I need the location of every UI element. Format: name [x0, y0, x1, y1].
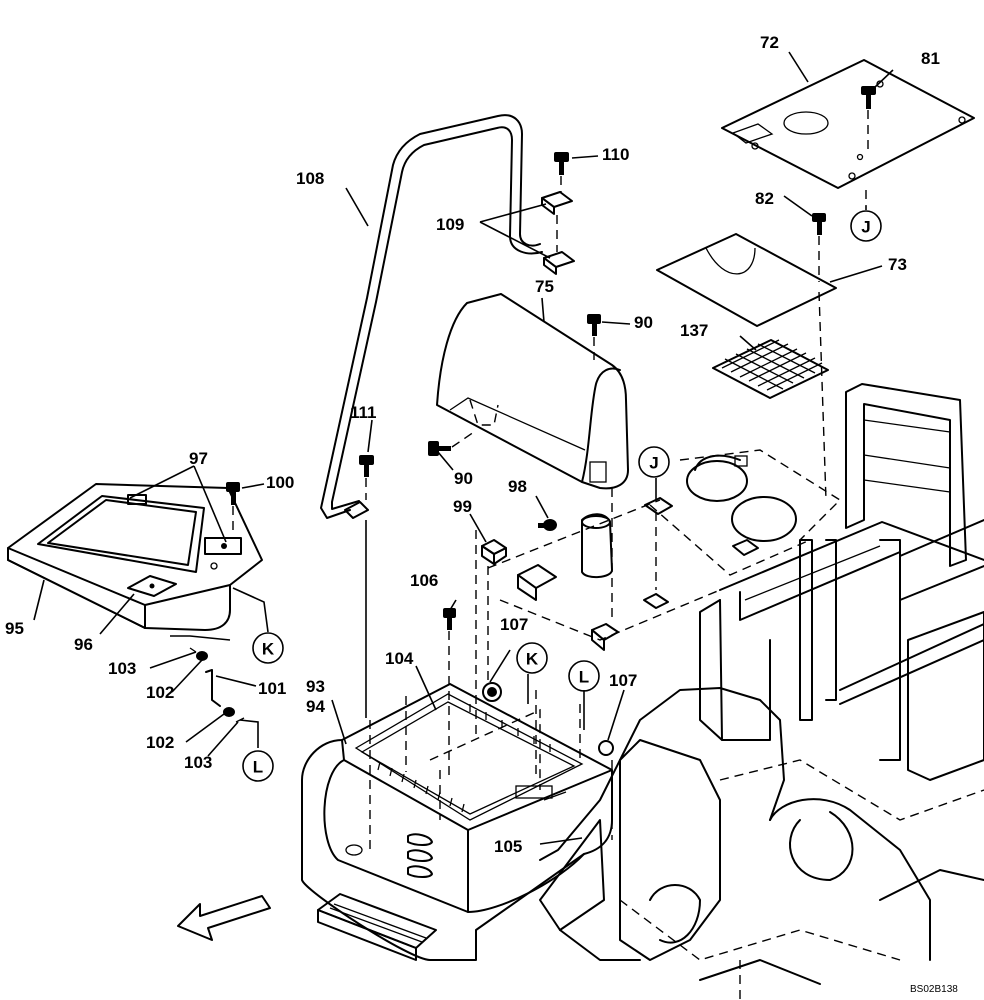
label-75: 75	[535, 277, 554, 296]
filter-mesh-137	[712, 339, 829, 399]
lower-frame	[539, 687, 984, 1000]
bolt-111	[359, 455, 374, 500]
bolt-81	[861, 86, 876, 152]
label-137: 137	[680, 321, 708, 340]
bolt-110	[554, 152, 569, 192]
label-104: 104	[385, 649, 414, 668]
label-101: 101	[258, 679, 286, 698]
drawing-code: BS02B138	[910, 984, 958, 995]
callout-j-lower-text: J	[649, 454, 658, 473]
console-box-93-94	[301, 683, 613, 961]
callout-k-left-text: K	[262, 640, 275, 659]
callout-j-lower: J	[638, 446, 670, 478]
callout-k-left: K	[252, 632, 284, 664]
bolt-82	[812, 213, 826, 282]
cover-plate-72	[721, 59, 975, 189]
label-93: 93	[306, 677, 325, 696]
label-99: 99	[453, 497, 472, 516]
tray-cover-95	[7, 483, 263, 631]
label-94: 94	[306, 697, 325, 716]
bolt-106	[443, 608, 456, 780]
assembly-guide-lines	[475, 488, 657, 840]
machine-frame	[699, 383, 984, 781]
label-107-right: 107	[609, 671, 637, 690]
label-72: 72	[760, 33, 779, 52]
label-108: 108	[296, 169, 324, 188]
label-110: 110	[602, 145, 629, 164]
part-labels: 72 81 82 73 137 110 109 108 75 90 90 111…	[5, 33, 940, 856]
bolt-90-lower	[428, 431, 475, 456]
bracket-99	[481, 539, 507, 565]
label-107-center: 107	[500, 615, 528, 634]
label-97: 97	[189, 449, 208, 468]
step-plate	[317, 893, 437, 961]
handrail-108	[320, 114, 543, 519]
callout-j-upper-text: J	[861, 218, 870, 237]
label-105: 105	[494, 837, 522, 856]
leader-lines	[33, 51, 894, 845]
label-90-upper: 90	[634, 313, 653, 332]
callout-l-center: L	[568, 660, 600, 692]
bolt-90-upper	[587, 314, 601, 360]
callout-k-center-text: K	[526, 650, 539, 669]
label-95: 95	[5, 619, 24, 638]
callout-j-upper: J	[850, 210, 882, 242]
label-102-lower: 102	[146, 733, 174, 752]
label-90-lower: 90	[454, 469, 473, 488]
callout-l-left: L	[242, 750, 274, 782]
label-103-lower: 103	[184, 753, 212, 772]
label-103-upper: 103	[108, 659, 136, 678]
washer-98	[538, 519, 557, 531]
tank-assembly	[487, 449, 842, 651]
lock-rod-101	[170, 635, 259, 748]
callout-l-center-text: L	[579, 668, 589, 687]
front-direction-arrow-icon	[177, 895, 271, 941]
label-81: 81	[921, 49, 940, 68]
label-106: 106	[410, 571, 438, 590]
callout-l-left-text: L	[253, 758, 263, 777]
clamp-109	[541, 191, 575, 275]
label-111: 111	[350, 403, 377, 422]
callout-k-center: K	[516, 642, 548, 674]
bolt-100	[226, 482, 240, 536]
label-82: 82	[755, 189, 774, 208]
side-cover-75	[436, 293, 629, 490]
label-98: 98	[508, 477, 527, 496]
label-96: 96	[74, 635, 93, 654]
label-109: 109	[436, 215, 464, 234]
label-102-upper: 102	[146, 683, 174, 702]
grommet-107	[482, 649, 625, 756]
label-100: 100	[266, 473, 294, 492]
label-73: 73	[888, 255, 907, 274]
gasket-73	[656, 233, 837, 327]
